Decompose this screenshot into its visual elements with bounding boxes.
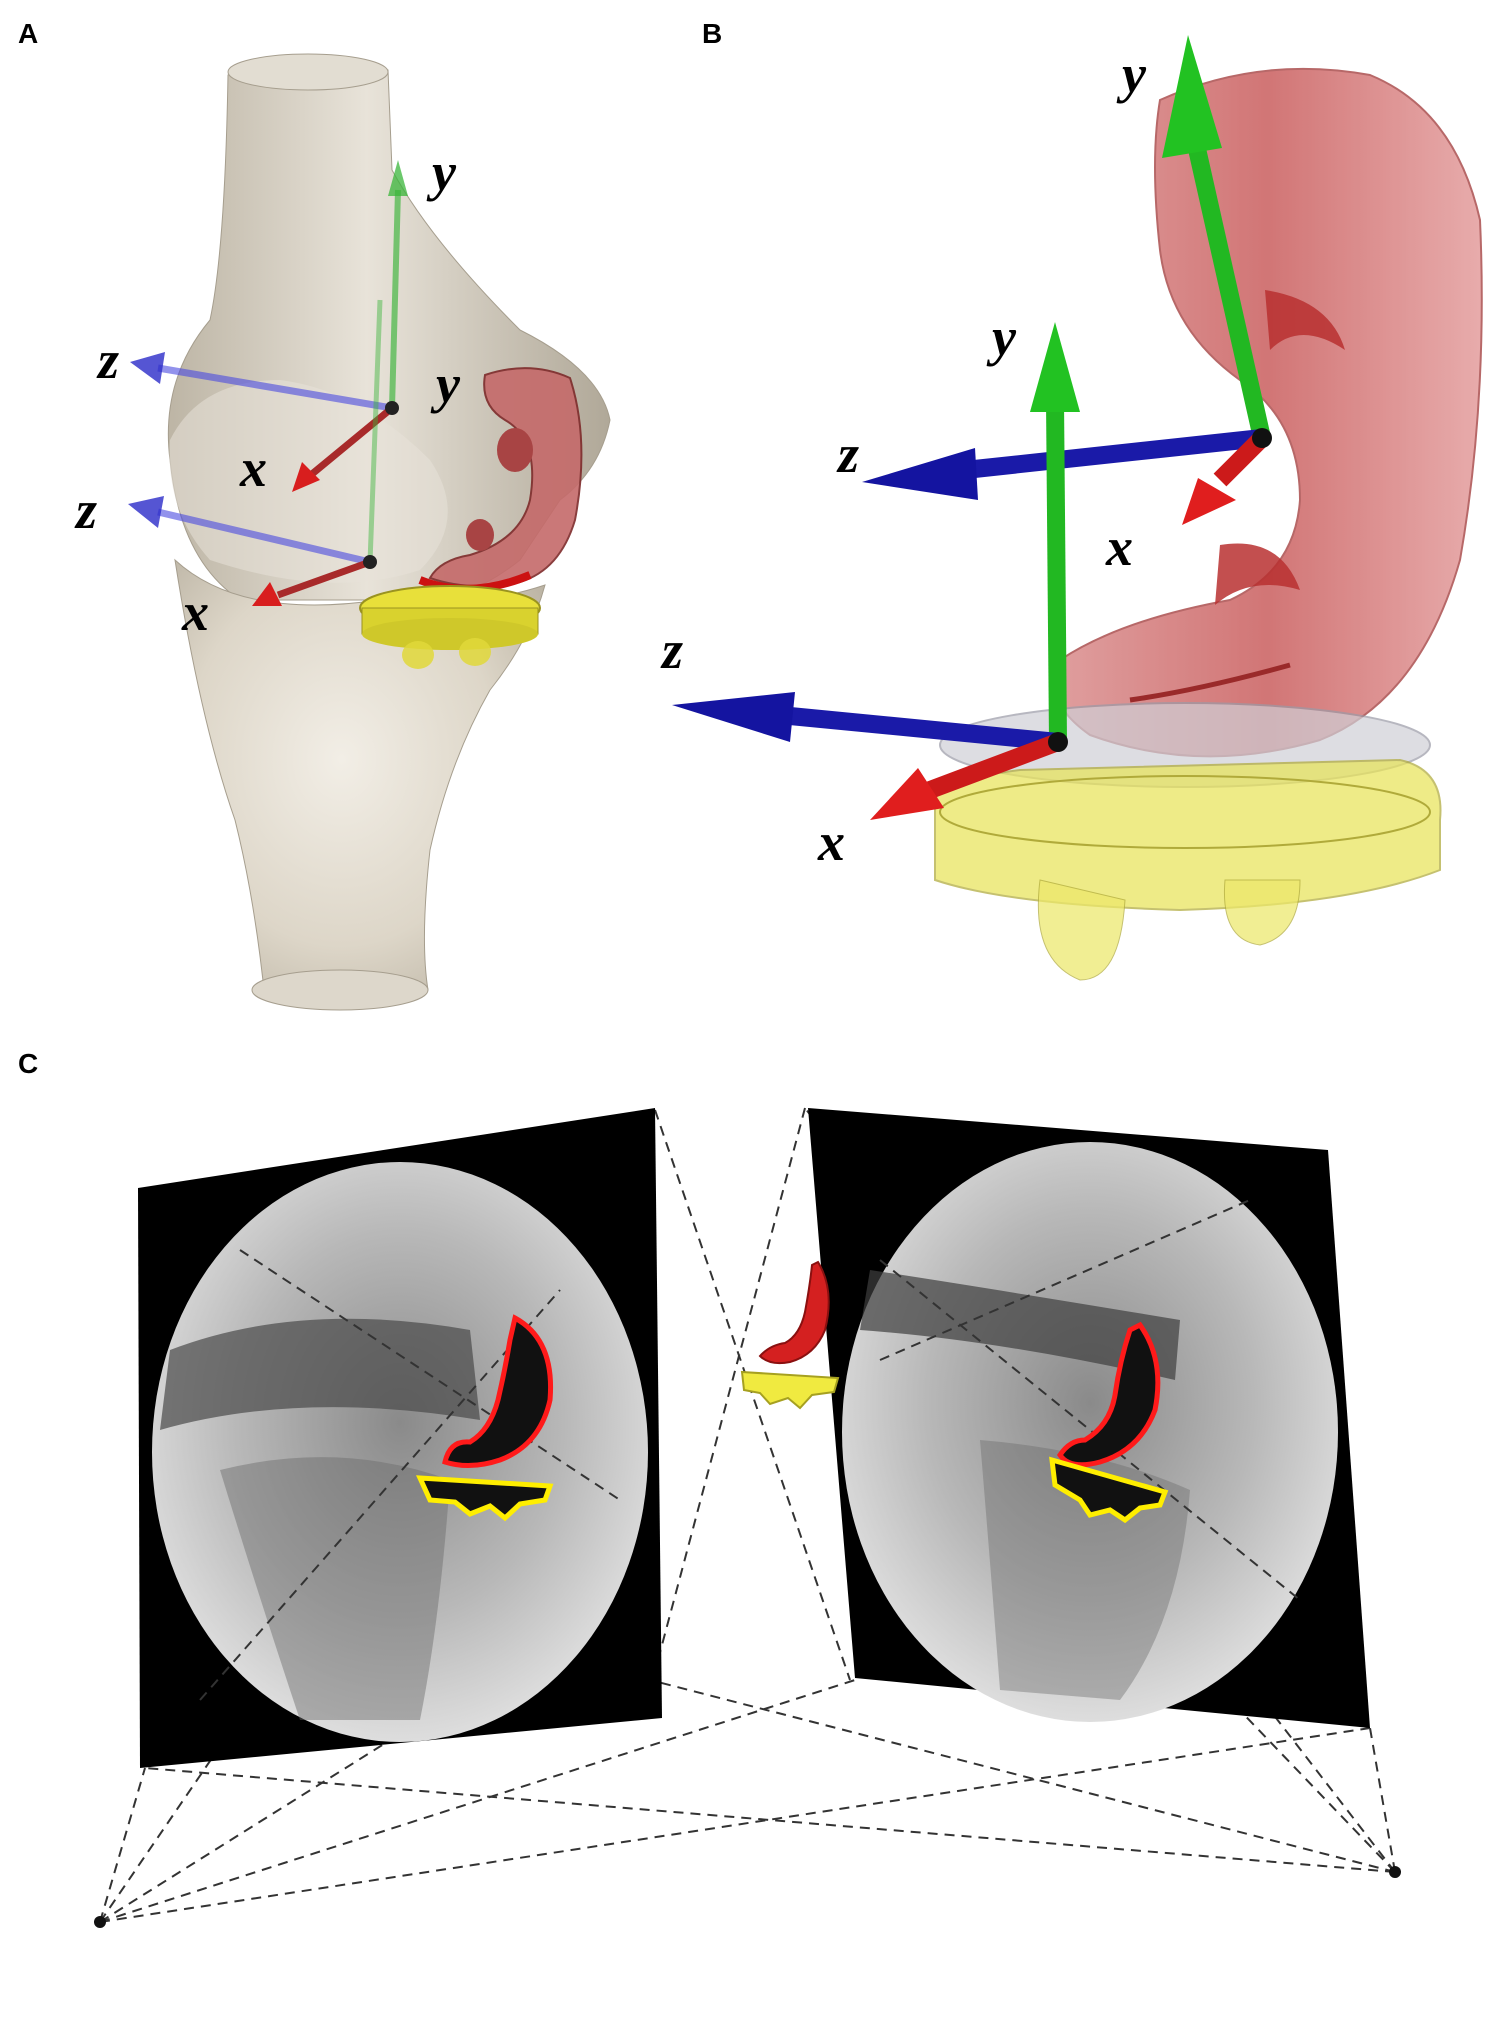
femoral-z-axis-b xyxy=(964,429,1263,479)
tibial-x-arrowhead-b xyxy=(870,768,944,820)
tibia-x-axis xyxy=(276,558,372,599)
femur-y-axis xyxy=(389,189,401,409)
femur-z-arrowhead xyxy=(130,352,165,384)
tibial-tray-edge xyxy=(939,775,1431,849)
right-femoral-contour xyxy=(1056,1321,1161,1468)
femoral-y-label-b: y xyxy=(1116,44,1147,104)
femoral-z-label-b: z xyxy=(836,424,859,484)
tibial-peg-2 xyxy=(459,638,491,666)
tibial-z-axis-b xyxy=(789,707,1059,751)
femoral-origin-b xyxy=(1252,428,1272,448)
femoral-axes-b: y z x xyxy=(836,35,1272,577)
tibial-origin-b xyxy=(1048,732,1068,752)
tibia-z-arrowhead xyxy=(128,496,164,528)
femur-y-arrowhead xyxy=(388,160,408,196)
femur-y-label: y xyxy=(426,142,457,202)
tibia-z-label: z xyxy=(74,480,97,540)
left-femoral-contour xyxy=(442,1314,554,1468)
tibia-x-arrowhead xyxy=(252,582,282,606)
tibia-y-label: y xyxy=(430,354,461,414)
right-femur-shadow xyxy=(860,1270,1180,1380)
tibial-y-label-b: y xyxy=(986,307,1017,367)
femoral-y-arrowhead-b xyxy=(1162,35,1222,158)
right-plane-rays xyxy=(879,1199,1301,1601)
tibial-peg xyxy=(402,641,434,669)
tibial-y-arrowhead-b xyxy=(1030,322,1080,412)
femoral-x-label-b: x xyxy=(1105,517,1133,577)
femoral-lug-2 xyxy=(1215,543,1300,605)
femoral-peg xyxy=(497,428,533,472)
tibia-origin xyxy=(363,555,377,569)
tibial-z-label-b: z xyxy=(660,620,683,680)
femoral-z-arrowhead-b xyxy=(862,448,978,500)
tibial-z-arrowhead-b xyxy=(672,692,795,742)
femoral-peg-2 xyxy=(466,519,494,551)
femur-z-label: z xyxy=(96,330,119,390)
femoral-component-b xyxy=(1053,67,1483,758)
femoral-y-axis-b xyxy=(1186,138,1271,440)
left-xray-image xyxy=(152,1162,648,1742)
tibial-x-axis-b xyxy=(926,733,1062,799)
tibial-y-axis-b xyxy=(1046,399,1067,743)
femur-axes: y z x xyxy=(96,142,457,498)
tibia-y-axis xyxy=(367,299,383,563)
femur-top xyxy=(227,53,389,91)
left-tibial-contour xyxy=(416,1475,554,1522)
tibial-axes-b: y z x xyxy=(660,307,1080,872)
femur-origin xyxy=(385,401,399,415)
panel-letter-a: A xyxy=(18,18,39,49)
femur-x-axis xyxy=(309,405,395,477)
tibia-bottom xyxy=(251,969,429,1011)
tibia-z-axis xyxy=(157,508,371,566)
central-femoral-component xyxy=(758,1260,830,1365)
panel-letter-c: C xyxy=(18,1048,39,1079)
tibial-x-label-b: x xyxy=(817,812,845,872)
central-implant-model xyxy=(740,1260,840,1410)
femoral-x-arrowhead-b xyxy=(1182,478,1236,525)
femur-z-axis xyxy=(157,364,393,412)
left-femur-shadow xyxy=(160,1318,480,1430)
tibial-tray-bottom xyxy=(362,618,538,650)
tibia-x-label: x xyxy=(181,582,209,642)
right-tibial-contour xyxy=(1049,1456,1169,1524)
xray-source-right xyxy=(1389,1866,1401,1878)
left-tibia-shadow xyxy=(220,1457,450,1720)
femoral-box xyxy=(1129,662,1291,703)
femur-x-label: x xyxy=(239,438,267,498)
tibial-keel-2 xyxy=(1223,879,1301,946)
femoral-lug xyxy=(1265,290,1345,350)
panel-a-knee-model: y z x y z x xyxy=(74,53,611,1011)
central-tibial-component xyxy=(740,1370,840,1410)
tibial-keel xyxy=(1037,879,1126,981)
left-plane-rays xyxy=(199,1249,621,1701)
tibia-axes: y z x xyxy=(74,299,461,642)
panel-c-biplane-fluoroscopy xyxy=(94,1107,1401,1928)
panel-b-implant-model: y z x y z x xyxy=(660,35,1483,981)
femur-x-arrowhead xyxy=(292,462,320,492)
tibial-tray-b xyxy=(934,758,1442,912)
panel-letter-b: B xyxy=(702,18,723,49)
xray-source-left xyxy=(94,1916,106,1928)
